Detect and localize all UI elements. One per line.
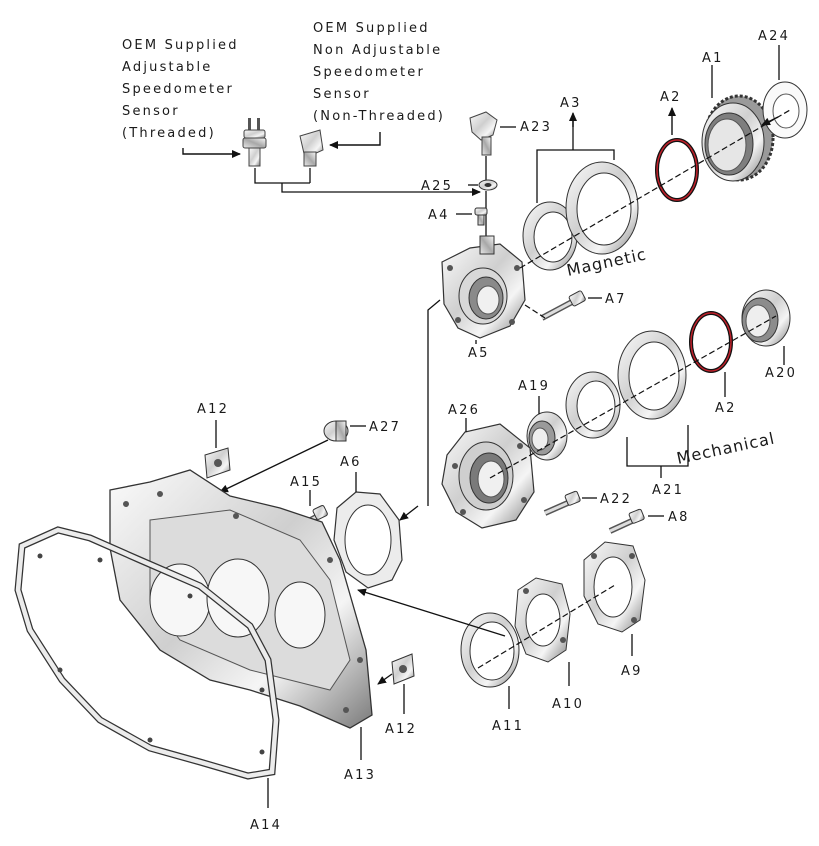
washer-a25: [478, 179, 498, 191]
label-a14: A14: [250, 818, 282, 833]
seal-a21-large: [617, 330, 687, 420]
note-adjustable-line1: OEM Supplied: [122, 38, 239, 53]
label-a12-top: A12: [197, 402, 229, 417]
plate-a9: [583, 541, 646, 633]
label-a3: A3: [560, 96, 582, 111]
mechanical-housing-a26: [441, 423, 535, 529]
label-a12-bottom: A12: [385, 722, 417, 737]
a21-bracket: [626, 425, 689, 478]
label-a11: A11: [492, 719, 524, 734]
sensor-connector-line: [254, 168, 470, 193]
gasket-a14: [14, 526, 280, 780]
mechanical-axis: [489, 315, 777, 479]
label-a7: A7: [605, 292, 627, 307]
note-nonadj-line5: (Non-Threaded): [313, 109, 445, 124]
label-a23: A23: [520, 120, 552, 135]
label-a2-top: A2: [660, 90, 682, 105]
label-a5: A5: [468, 346, 490, 361]
label-a8: A8: [668, 510, 690, 525]
housing-to-cover-line: [427, 299, 441, 506]
bolt-a7: [540, 290, 586, 321]
label-a6: A6: [340, 455, 362, 470]
seal-a3-large: [565, 161, 639, 255]
label-a2-mid: A2: [715, 401, 737, 416]
sensor-housing-a5: [441, 235, 526, 339]
note-adjustable-line2: Adjustable: [122, 60, 212, 75]
plate-a10: [514, 577, 571, 663]
label-a22: A22: [600, 492, 632, 507]
bracket-a12-top: [204, 447, 231, 479]
bushing-a19: [526, 411, 568, 461]
label-a24: A24: [758, 29, 790, 44]
note-nonadj-line1: OEM Supplied: [313, 21, 430, 36]
label-a27: A27: [369, 420, 401, 435]
oring-a2-mid: [689, 311, 733, 373]
plug-a27: [323, 420, 349, 442]
label-a26: A26: [448, 403, 480, 418]
label-a19: A19: [518, 379, 550, 394]
oring-a2-top: [655, 138, 699, 202]
bracket-a12-bottom: [391, 653, 415, 685]
note-nonadj-line4: Sensor: [313, 87, 371, 102]
seal-a21-small: [565, 371, 621, 439]
label-a1: A1: [702, 51, 724, 66]
label-a25: A25: [421, 179, 453, 194]
note-nonadj-line3: Speedometer: [313, 65, 425, 80]
ring-a11: [460, 612, 520, 688]
main-cover-a13: [109, 469, 373, 729]
label-a10: A10: [552, 697, 584, 712]
label-a13: A13: [344, 768, 376, 783]
gear-a1: [701, 94, 775, 182]
bolt-a8: [608, 508, 645, 534]
washer-a24: [762, 81, 808, 139]
label-a15: A15: [290, 475, 322, 490]
note-non-adjustable-sensor: OEM Supplied Non Adjustable Speedometer …: [313, 21, 445, 124]
non-threaded-sensor-illustration: [299, 129, 381, 167]
threaded-sensor-illustration: [182, 118, 267, 167]
label-a20: A20: [765, 366, 797, 381]
note-adjustable-line3: Speedometer: [122, 82, 234, 97]
label-a21: A21: [652, 483, 684, 498]
bolt-a4: [474, 207, 488, 226]
gasket-a6: [333, 491, 403, 589]
magnetic-axis: [519, 109, 791, 269]
seal-a3-small: [522, 201, 578, 271]
speed-sensor-a23: [469, 111, 516, 156]
note-nonadj-line2: Non Adjustable: [313, 43, 442, 58]
caption-mechanical: Mechanical: [675, 429, 777, 468]
label-a4: A4: [428, 208, 450, 223]
note-adjustable-line4: Sensor: [122, 104, 180, 119]
label-a9: A9: [621, 664, 643, 679]
bolt-a22: [543, 490, 581, 516]
bushing-a20: [741, 289, 791, 347]
note-adjustable-sensor: OEM Supplied Adjustable Speedometer Sens…: [122, 38, 239, 141]
note-adjustable-line5: (Threaded): [122, 126, 216, 141]
